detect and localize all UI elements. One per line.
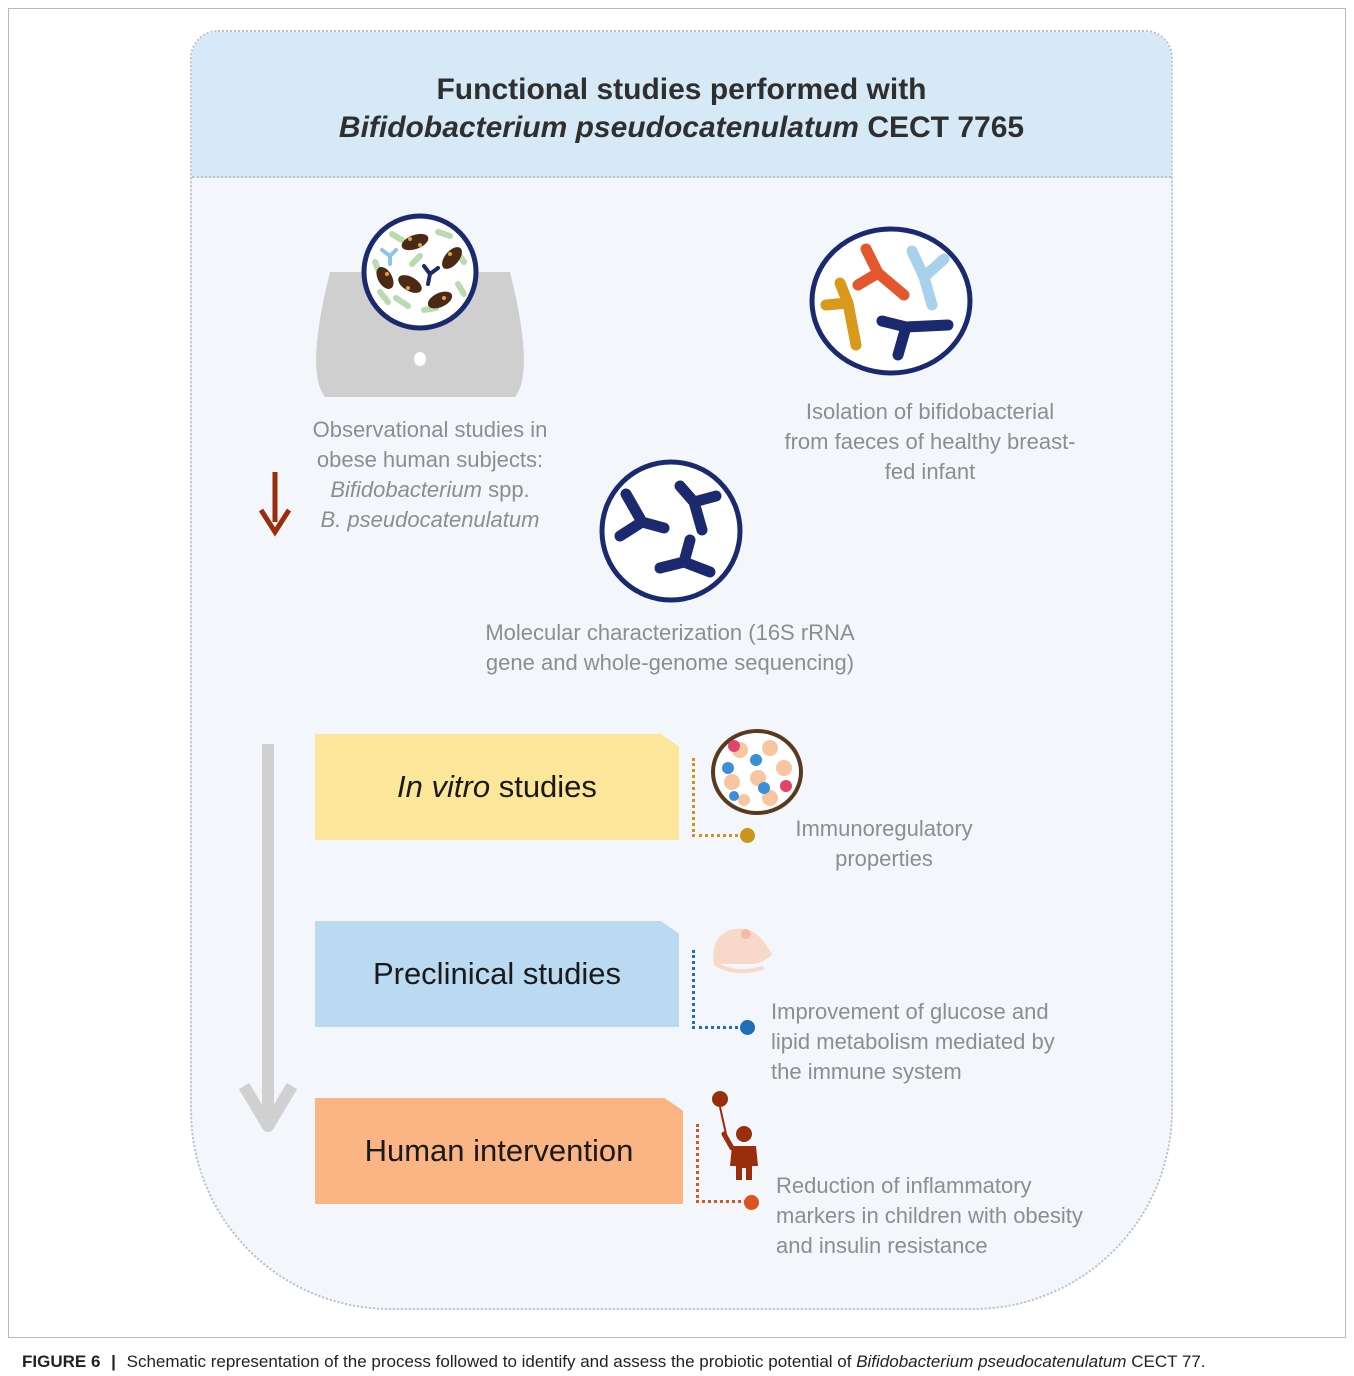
stage-preclinical: Preclinical studies: [315, 921, 679, 1027]
observational-line-3: Bifidobacterium spp.: [280, 475, 580, 505]
figure-frame: [8, 8, 1346, 1338]
panel-header: Functional studies performed with Bifido…: [192, 32, 1171, 178]
microbiota-circle-icon: [361, 213, 479, 331]
title-strain: CECT 7765: [867, 111, 1025, 144]
stage-in-vitro-label: In vitro studies: [397, 769, 597, 805]
outcome-in-vitro-line-2: properties: [835, 846, 933, 871]
observational-text: Observational studies in obese human sub…: [280, 415, 580, 535]
title-line-2: Bifidobacterium pseudocatenulatum CECT 7…: [192, 110, 1171, 146]
diagram-panel: Functional studies performed with Bifido…: [190, 30, 1173, 1310]
observational-spp: spp.: [488, 477, 530, 502]
observational-line-1: Observational studies in: [312, 417, 548, 442]
molecular-text: Molecular characterization (16S rRNA gen…: [440, 618, 900, 678]
bifidobacteria-navy-icon: [599, 459, 743, 603]
bifidobacteria-colored-icon: [809, 226, 973, 376]
stage-human-label: Human intervention: [364, 1133, 634, 1168]
molecular-line-1: Molecular characterization (16S rRNA: [485, 620, 855, 645]
caption-strain: CECT 77.: [1131, 1352, 1206, 1371]
isolation-line-2: from faeces of healthy breast-: [784, 429, 1076, 454]
title-species: Bifidobacterium pseudocatenulatum: [338, 111, 859, 144]
abdomen-icon: [316, 272, 524, 397]
outcome-preclinical-line-2: lipid metabolism mediated by: [771, 1029, 1055, 1054]
molecular-line-2: gene and whole-genome sequencing): [485, 650, 855, 675]
caption-text: Schematic representation of the process …: [126, 1352, 852, 1371]
stage-preclinical-label: Preclinical studies: [372, 956, 622, 991]
dot-in-vitro: [740, 828, 755, 843]
outcome-in-vitro: Immunoregulatory properties: [770, 814, 998, 874]
outcome-preclinical: Improvement of glucose and lipid metabol…: [771, 997, 1131, 1087]
outcome-human-line-1: Reduction of inflammatory: [776, 1173, 1032, 1198]
connector-preclinical: [692, 950, 745, 1029]
stage-in-vitro-rest: studies: [498, 769, 597, 804]
decrease-arrow-icon: [258, 472, 292, 537]
outcome-preclinical-line-1: Improvement of glucose and: [771, 999, 1049, 1024]
isolation-line-3: fed infant: [884, 459, 976, 484]
caption-separator: |: [111, 1352, 116, 1371]
stage-in-vitro: In vitro studies: [315, 734, 679, 840]
caption-label: FIGURE 6: [22, 1352, 101, 1371]
outcome-human-line-3: and insulin resistance: [776, 1233, 988, 1258]
observational-line-2: obese human subjects:: [316, 447, 544, 472]
outcome-in-vitro-line-1: Immunoregulatory: [795, 816, 973, 841]
stage-human-intervention: Human intervention: [315, 1098, 683, 1204]
dot-human: [744, 1195, 759, 1210]
connector-in-vitro: [692, 758, 745, 837]
figure-caption: FIGURE 6 | Schematic representation of t…: [22, 1352, 1206, 1372]
outcome-preclinical-line-3: the immune system: [771, 1059, 962, 1084]
isolation-text: Isolation of bifidobacterial from faeces…: [745, 397, 1115, 487]
observational-line-4: B. pseudocatenulatum: [280, 505, 580, 535]
child-with-balloon-icon: [712, 1091, 758, 1180]
flow-down-arrow-icon: [238, 744, 298, 1132]
mouse-icon: [713, 928, 772, 974]
caption-species: Bifidobacterium pseudocatenulatum: [856, 1352, 1127, 1371]
outcome-human: Reduction of inflammatory markers in chi…: [776, 1171, 1156, 1261]
dot-preclinical: [740, 1020, 755, 1035]
stage-in-vitro-italic: In vitro: [397, 769, 491, 804]
outcome-human-line-2: markers in children with obesity: [776, 1203, 1083, 1228]
observational-genus: Bifidobacterium: [330, 477, 482, 502]
observational-species: B. pseudocatenulatum: [320, 507, 540, 532]
connector-human: [696, 1124, 747, 1203]
immune-cells-icon: [711, 729, 803, 815]
title-line-1: Functional studies performed with: [436, 73, 927, 106]
isolation-line-1: Isolation of bifidobacterial: [805, 399, 1055, 424]
